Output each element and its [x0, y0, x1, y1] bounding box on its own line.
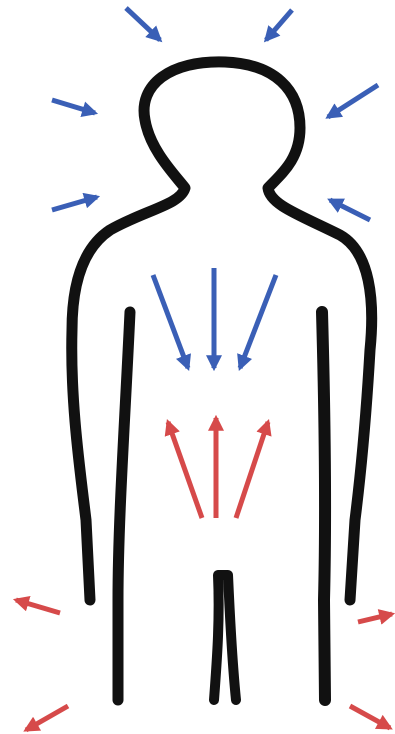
inward-arrow-mid-right	[328, 85, 378, 117]
outward-arrow-foot-right	[350, 706, 390, 728]
inward-arrow-lower-left	[52, 197, 97, 210]
inward-arrow-mid-left	[52, 100, 95, 113]
left-torso-line	[118, 312, 130, 700]
outward-arrow-foot-left	[26, 706, 68, 730]
outward-arrow-belly-left	[168, 422, 202, 518]
legs-divider	[214, 575, 236, 700]
inward-arrow-chest-right	[240, 275, 276, 368]
inward-arrow-chest-left	[153, 275, 188, 368]
outward-arrows	[16, 418, 392, 730]
right-torso-line	[322, 312, 325, 700]
outward-arrow-belly-right	[236, 422, 268, 518]
inward-arrow-lower-right	[330, 200, 370, 220]
inward-arrow-top-right	[266, 10, 292, 40]
inward-arrow-top-left	[126, 8, 160, 40]
outward-arrow-hand-left	[16, 600, 60, 613]
outward-arrow-hand-right	[358, 614, 392, 622]
